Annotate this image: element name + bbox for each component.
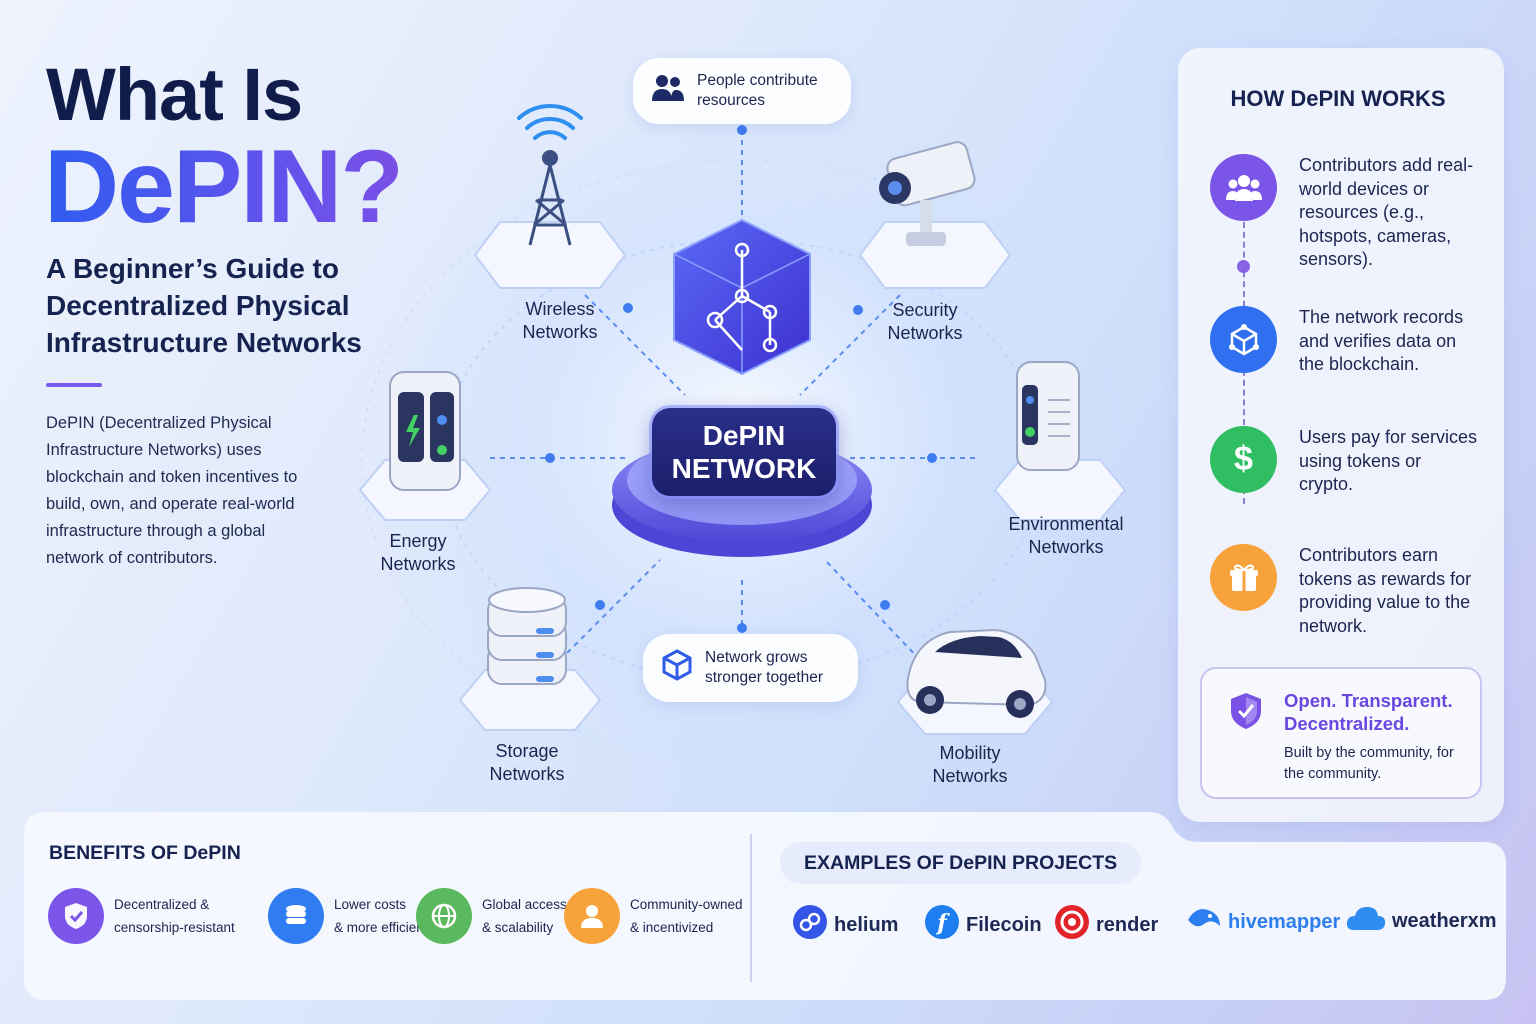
dollar-icon: $ <box>1210 426 1277 493</box>
depin-network-hub: DePIN NETWORK <box>652 408 836 496</box>
section-divider <box>750 834 752 982</box>
step-text: Contributors earn tokens as rewards for … <box>1299 545 1472 636</box>
hivemapper-logo-icon <box>1186 904 1222 940</box>
connector-dot <box>1237 260 1250 273</box>
people-icon <box>651 73 685 109</box>
step-text: The network records and verifies data on… <box>1299 307 1464 374</box>
node-mobility-networks: Mobility Networks <box>910 742 1030 788</box>
page-subtitle: A Beginner’s Guide to Decentralized Phys… <box>46 253 362 358</box>
shield-check-icon <box>48 888 104 944</box>
open-transparent-callout: Open. Transparent. Decentralized. Built … <box>1200 667 1482 799</box>
benefit-line1: Lower costs <box>334 897 407 912</box>
page-title-line2: DePIN? <box>44 129 404 245</box>
depin-network-diagram: People contribute resources Network grow… <box>330 40 1170 820</box>
project-weatherxm: weatherxm <box>1346 904 1497 938</box>
node-label-line2: Networks <box>932 766 1008 786</box>
pill-top-line1: People contribute <box>697 72 818 89</box>
node-label-line1: Mobility <box>939 743 1001 763</box>
project-hivemapper: hivemapper <box>1186 904 1340 940</box>
benefit-line2: & more efficient <box>334 920 428 935</box>
step-text: Contributors add real-world devices or r… <box>1299 155 1474 269</box>
pill-bottom-line2: stronger together <box>705 669 824 686</box>
person-icon <box>564 888 620 944</box>
globe-icon <box>416 888 472 944</box>
weatherxm-logo-icon <box>1346 904 1386 938</box>
benefit-lower-costs: Lower costs & more efficient <box>268 888 428 944</box>
examples-title: EXAMPLES OF DePIN PROJECTS <box>780 842 1142 884</box>
step-pay: $ Users pay for services using tokens or… <box>1210 426 1480 497</box>
render-logo-icon <box>1054 904 1090 946</box>
benefit-line1: Decentralized & <box>114 897 210 912</box>
blockchain-cube-icon <box>1210 306 1277 373</box>
step-verify: The network records and verifies data on… <box>1210 306 1480 377</box>
benefits-title: BENEFITS OF DePIN <box>49 842 241 864</box>
people-contribute-pill: People contribute resources <box>633 58 851 124</box>
benefit-global-access: Global access & scalability <box>416 888 567 944</box>
node-label-line1: Security <box>892 300 958 320</box>
benefit-line2: & incentivized <box>630 920 714 935</box>
node-environmental-networks: Environmental Networks <box>990 513 1142 559</box>
benefit-line1: Community-owned <box>630 897 743 912</box>
node-label-line2: Networks <box>887 323 963 343</box>
step-text: Users pay for services using tokens or c… <box>1299 427 1478 494</box>
node-label-line1: Environmental <box>1008 514 1124 534</box>
benefit-line1: Global access <box>482 897 567 912</box>
network-grows-pill: Network grows stronger together <box>643 634 858 702</box>
cube-icon <box>661 649 693 687</box>
step-contribute: Contributors add real-world devices or r… <box>1210 154 1480 272</box>
node-storage-networks: Storage Networks <box>467 740 587 786</box>
hub-line2: NETWORK <box>671 453 817 484</box>
coins-icon <box>268 888 324 944</box>
benefit-line2: censorship-resistant <box>114 920 235 935</box>
node-label-line1: Storage <box>495 741 559 761</box>
helium-logo-icon <box>792 904 828 946</box>
node-label-line2: Networks <box>489 764 565 784</box>
benefit-decentralized: Decentralized & censorship-resistant <box>48 888 235 944</box>
node-label-line2: Networks <box>1028 537 1104 557</box>
hub-line1: DePIN <box>702 420 786 451</box>
pill-top-line2: resources <box>697 92 766 109</box>
filecoin-logo-icon: f <box>924 904 960 946</box>
node-label-line2: Networks <box>522 322 598 342</box>
node-wireless-networks: Wireless Networks <box>500 298 620 344</box>
node-label-line1: Wireless <box>525 299 595 319</box>
how-it-works-title: HOW DePIN WORKS <box>1230 86 1446 111</box>
callout-title: Open. Transparent. Decentralized. <box>1284 690 1453 734</box>
project-render: render <box>1054 904 1158 946</box>
node-label-line2: Networks <box>380 554 456 574</box>
pill-bottom-line1: Network grows <box>705 649 808 666</box>
svg-text:f: f <box>935 910 950 936</box>
node-energy-networks: Energy Networks <box>358 530 478 576</box>
shield-icon <box>1228 691 1264 736</box>
accent-divider <box>46 383 102 387</box>
how-depin-works-panel: HOW DePIN WORKS Contributors add real-wo… <box>1178 48 1504 822</box>
page-title-line1: What Is <box>46 53 303 136</box>
project-helium: helium <box>792 904 898 946</box>
people-icon <box>1210 154 1277 221</box>
intro-paragraph: DePIN (Decentralized Physical Infrastruc… <box>46 414 298 567</box>
node-label-line1: Energy <box>389 531 447 551</box>
project-name: hivemapper <box>1228 910 1341 933</box>
bottom-panel: BENEFITS OF DePIN Decentralized & censor… <box>24 812 1506 1000</box>
project-name: weatherxm <box>1392 909 1497 932</box>
benefit-community-owned: Community-owned & incentivized <box>564 888 743 944</box>
gift-icon <box>1210 544 1277 611</box>
step-earn: Contributors earn tokens as rewards for … <box>1210 544 1480 638</box>
project-name: helium <box>834 913 899 936</box>
callout-subtitle: Built by the community, for the communit… <box>1284 745 1454 782</box>
node-security-networks: Security Networks <box>865 299 985 345</box>
project-name: Filecoin <box>966 913 1042 936</box>
project-filecoin: f Filecoin <box>924 904 1042 946</box>
project-name: render <box>1096 913 1159 936</box>
benefit-line2: & scalability <box>482 920 554 935</box>
